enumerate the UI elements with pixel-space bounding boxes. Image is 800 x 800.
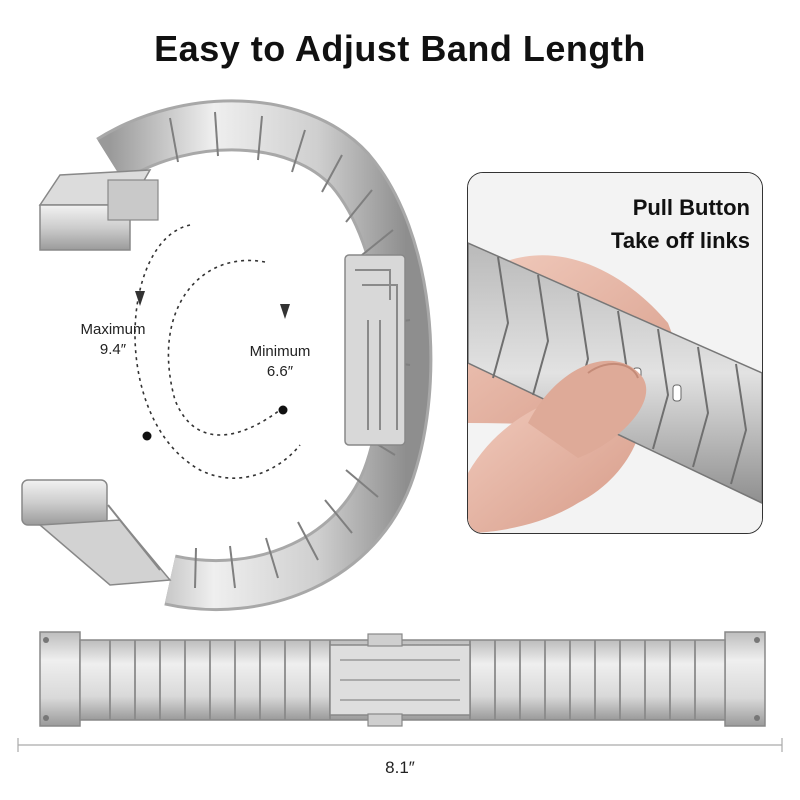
photo-caption-line1: Pull Button: [632, 195, 750, 220]
max-value: 9.4″: [99, 341, 127, 358]
photo-caption: Pull Button Take off links: [611, 191, 750, 257]
min-dashed-arc: [167, 259, 281, 436]
band-clasp: [344, 254, 406, 446]
pull-button-photo: Pull Button Take off links: [467, 172, 763, 534]
min-dot: [278, 405, 288, 415]
page-title: Easy to Adjust Band Length: [154, 28, 646, 69]
min-label: Minimum: [249, 343, 311, 360]
flat-band-illustration: [17, 631, 783, 752]
flat-left-connector: [39, 631, 81, 727]
max-label: Maximum: [80, 321, 146, 338]
flat-right-connector: [724, 631, 766, 727]
band-bottom-connector: [21, 479, 172, 586]
max-dot: [142, 431, 152, 441]
length-value: 8.1″: [385, 758, 415, 777]
photo-caption-line2: Take off links: [611, 228, 750, 253]
band-top-connector: [38, 169, 159, 251]
max-label-block: Maximum 9.4″: [58, 320, 168, 360]
max-arrowhead: [135, 291, 145, 306]
curled-band-illustration: [21, 99, 433, 612]
max-dashed-arc: [134, 224, 301, 479]
min-arrowhead: [280, 304, 290, 319]
min-label-block: Minimum 6.6″: [225, 342, 335, 382]
thumb-tip: [528, 360, 647, 458]
min-value: 6.6″: [266, 363, 294, 380]
hand-band-photo: [468, 173, 762, 533]
